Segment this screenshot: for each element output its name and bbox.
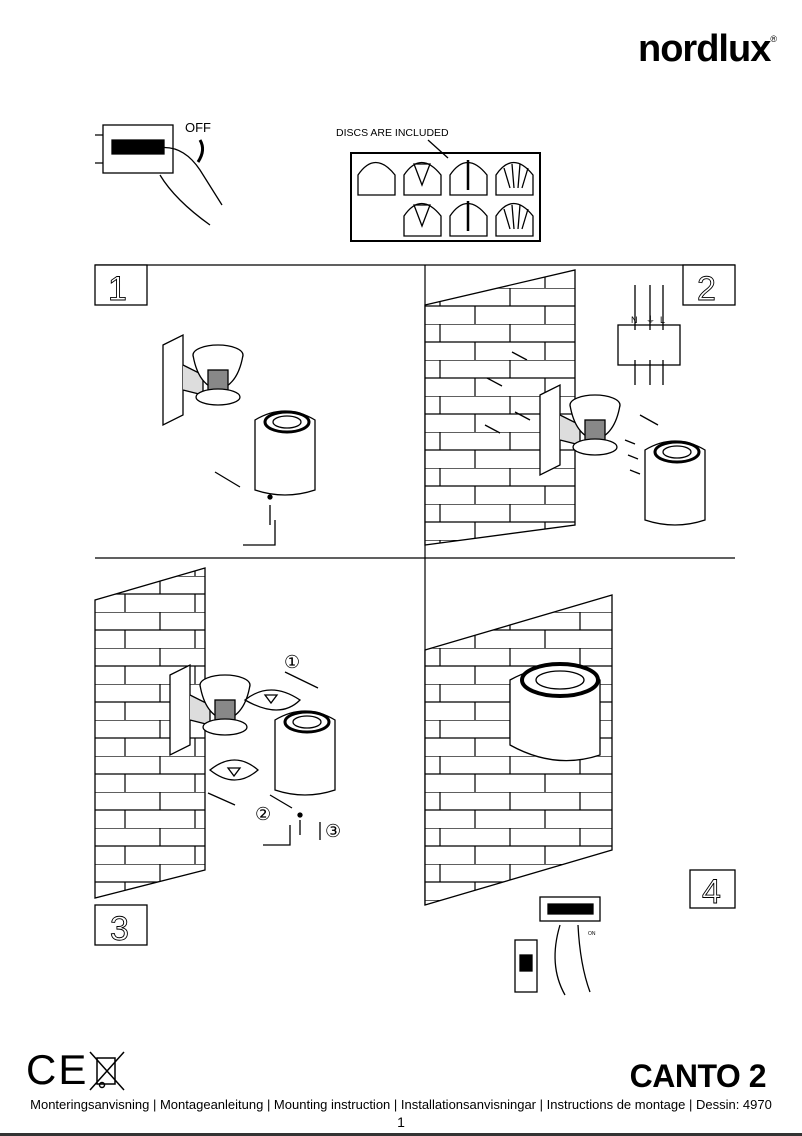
terminal-neutral: N <box>631 315 638 325</box>
crossed-out-bin-icon <box>89 1051 125 1091</box>
step-number-2: 2 <box>697 270 716 308</box>
footer-description: Monteringsanvisning | Montageanleitung |… <box>30 1097 772 1112</box>
step-number-3: 3 <box>110 910 129 948</box>
step-number-4: 4 <box>702 873 721 911</box>
product-name: CANTO 2 <box>629 1058 767 1094</box>
terminal-earth: ⏚ <box>646 315 655 325</box>
bottom-rule <box>0 1133 802 1136</box>
ce-mark: CE <box>26 1046 89 1093</box>
registered-mark: ® <box>770 34 777 44</box>
on-label: ON <box>588 931 596 937</box>
discs-label: DISCS ARE INCLUDED <box>336 127 449 139</box>
step-4-illustration: ON <box>424 594 613 996</box>
breaker-off-illustration: OFF <box>95 120 223 226</box>
step-3-illustration: ① ② ③ <box>94 567 341 899</box>
discs-illustration: DISCS ARE INCLUDED <box>336 127 541 242</box>
step-1-illustration <box>162 334 317 546</box>
callout-3: ③ <box>325 821 341 841</box>
step-2-illustration: N ⏚ L <box>424 269 707 546</box>
terminal-live: L <box>660 315 665 325</box>
callout-1: ① <box>284 652 300 672</box>
logo-text: nordlux <box>638 28 771 70</box>
callout-2: ② <box>255 804 271 824</box>
nordlux-logo: nordlux® <box>638 28 777 71</box>
off-label: OFF <box>185 120 211 135</box>
page-number: 1 <box>397 1114 405 1130</box>
step-number-1: 1 <box>108 270 127 308</box>
